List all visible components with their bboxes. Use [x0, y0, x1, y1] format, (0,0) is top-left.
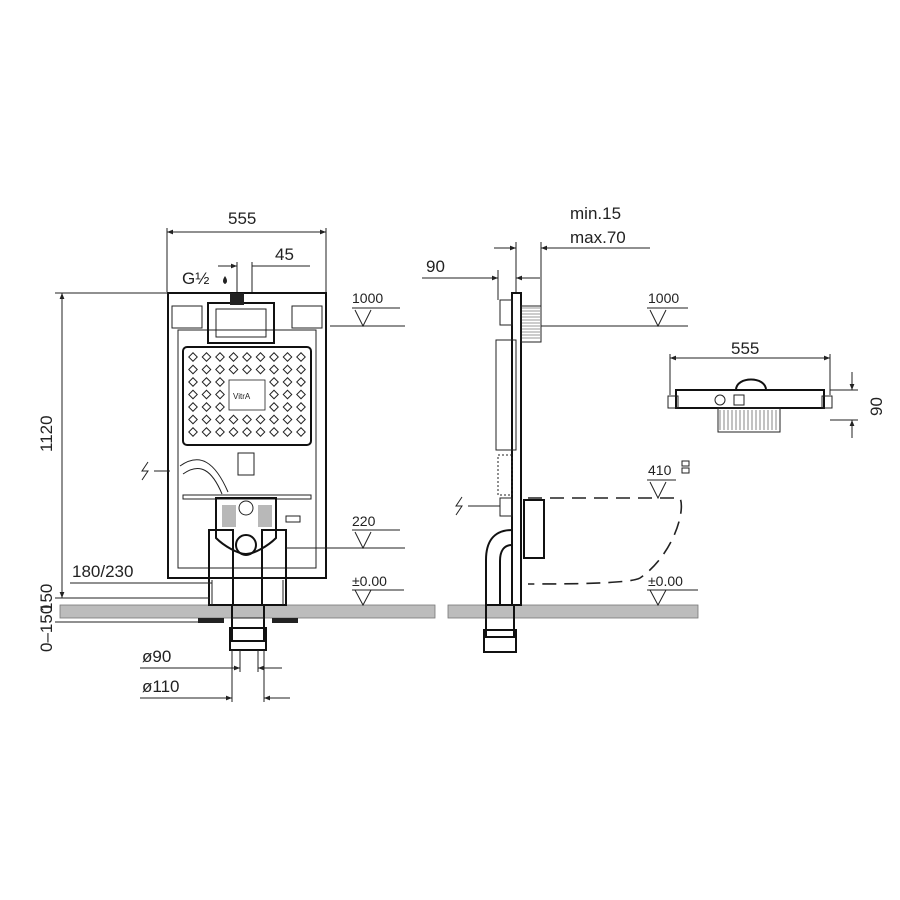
- brand-logo: VitrA: [233, 392, 251, 401]
- top-width-dim: 555: [731, 339, 759, 358]
- side-floor-slab: [447, 604, 699, 619]
- pan-bracket: [523, 499, 545, 559]
- floor-slab: [59, 604, 436, 619]
- top-frame: [675, 389, 825, 409]
- water-drop-icon: [223, 276, 227, 284]
- pipe-large-dim: ø110: [142, 677, 180, 696]
- wall-max-dim: max.70: [570, 228, 626, 247]
- top-flush-section: [719, 410, 777, 430]
- cistern-rib-pattern: [188, 352, 306, 437]
- side-level-bowl: 410: [648, 462, 672, 478]
- front-view: 555 45 G½ VitrA: [37, 209, 436, 702]
- height-dim: 1120: [37, 415, 56, 452]
- front-frame: [167, 292, 327, 579]
- electrical-icon: [141, 461, 170, 481]
- side-electrical-icon: [455, 496, 500, 516]
- front-level-zero: ±0.00: [352, 573, 387, 589]
- wc-bowl-outline: [527, 497, 683, 585]
- pipe-small-dim: ø90: [142, 647, 171, 666]
- offset-dim: 45: [275, 245, 294, 264]
- side-level-top: 1000: [648, 290, 679, 306]
- foot-dim: 180/230: [72, 562, 133, 581]
- wall-min-dim: min.15: [570, 204, 621, 223]
- side-view: min.15 max.70 90 1000 410 ±0.00: [422, 204, 699, 653]
- front-level-mid: 220: [352, 513, 376, 529]
- front-level-top: 1000: [352, 290, 383, 306]
- front-width-dim: 555: [228, 209, 256, 228]
- side-depth-dim: 90: [426, 257, 445, 276]
- floor-range: 0–150: [37, 605, 56, 652]
- top-depth-dim: 90: [867, 397, 886, 416]
- cistern-body: [182, 346, 312, 446]
- side-frame: [511, 292, 522, 606]
- side-level-zero: ±0.00: [648, 573, 683, 589]
- thread-label: G½: [182, 269, 209, 288]
- floor-dim: 150: [37, 584, 56, 612]
- top-view: 555 90: [667, 339, 886, 438]
- flush-plate-section: [522, 307, 540, 339]
